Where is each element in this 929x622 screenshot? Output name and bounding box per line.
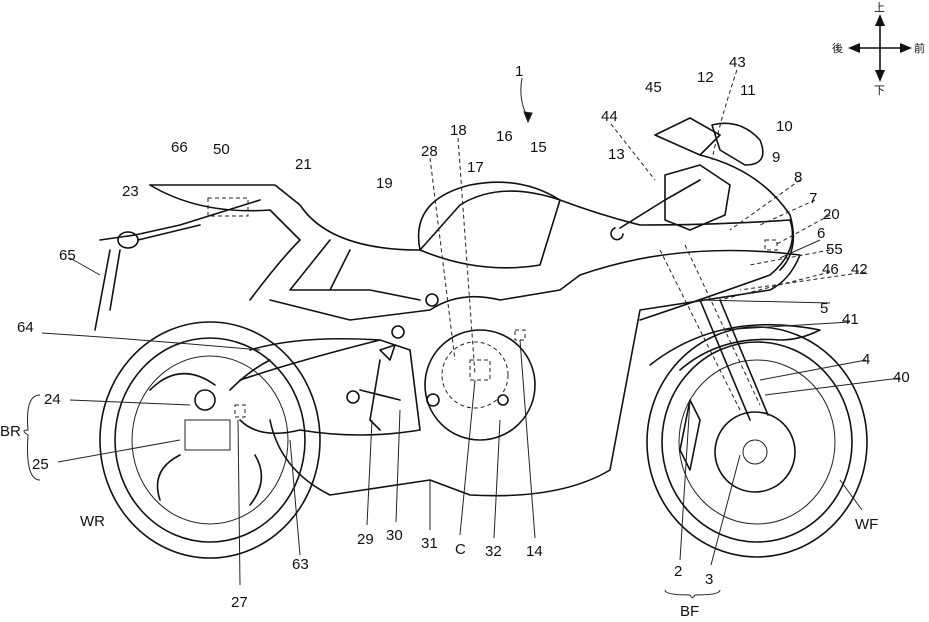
reference-label-23: 23 [122,183,139,200]
reference-label-45: 45 [645,79,662,96]
reference-label-28: 28 [421,143,438,160]
reference-label-1: 1 [515,63,523,80]
reference-label-12: 12 [697,69,714,86]
direction-compass: 上 下 後 前 [832,1,925,97]
reference-label-41: 41 [842,311,859,328]
reference-label-25: 25 [32,456,49,473]
leader-lines [41,69,901,586]
reference-label-66: 66 [171,139,188,156]
reference-label-BR: BR [0,423,21,440]
reference-label-63: 63 [292,556,309,573]
br-brace [23,394,41,481]
reference-label-16: 16 [496,128,513,145]
front-wheel [646,323,868,558]
reference-label-31: 31 [421,535,438,552]
reference-label-2: 2 [674,563,682,580]
reference-label-9: 9 [772,149,780,166]
reference-label-4: 4 [862,351,870,368]
reference-label-40: 40 [893,369,910,386]
front-fork [699,299,769,421]
reference-label-WR: WR [80,513,105,530]
bf-brace [664,589,721,598]
reference-label-10: 10 [776,118,793,135]
reference-label-42: 42 [851,261,868,278]
reference-label-24: 24 [44,391,61,408]
reference-label-64: 64 [17,319,34,336]
reference-label-19: 19 [376,175,393,192]
reference-label-32: 32 [485,543,502,560]
reference-label-55: 55 [826,241,843,258]
reference-label-50: 50 [213,141,230,158]
compass-front: 前 [914,41,925,55]
motorcycle-body [94,181,801,497]
front-cowl [610,117,795,271]
reference-label-8: 8 [794,169,802,186]
reference-label-WF: WF [855,516,878,533]
reference-label-C: C [455,541,466,558]
reference-label-46: 46 [822,261,839,278]
reference-label-13: 13 [608,146,625,163]
compass-rear: 後 [832,41,843,55]
reference-label-27: 27 [231,594,248,611]
reference-label-21: 21 [295,156,312,173]
reference-label-43: 43 [729,54,746,71]
rear-wheel [99,321,321,559]
reference-label-11: 11 [740,82,756,99]
compass-down: 下 [874,84,885,97]
reference-label-15: 15 [530,139,547,156]
reference-label-17: 17 [467,159,484,176]
tail-lamp [117,224,201,249]
reference-label-14: 14 [526,543,543,560]
reference-label-6: 6 [817,225,825,242]
reference-label-7: 7 [809,190,817,207]
reference-label-5: 5 [820,300,828,317]
reference-label-20: 20 [823,206,840,223]
reference-label-3: 3 [705,571,713,588]
reference-label-18: 18 [450,122,467,139]
reference-label-BF: BF [680,603,699,620]
reference-label-29: 29 [357,531,374,548]
reference-label-44: 44 [601,108,618,125]
compass-up: 上 [874,1,885,14]
reference-label-65: 65 [59,247,76,264]
reference-label-30: 30 [386,527,403,544]
